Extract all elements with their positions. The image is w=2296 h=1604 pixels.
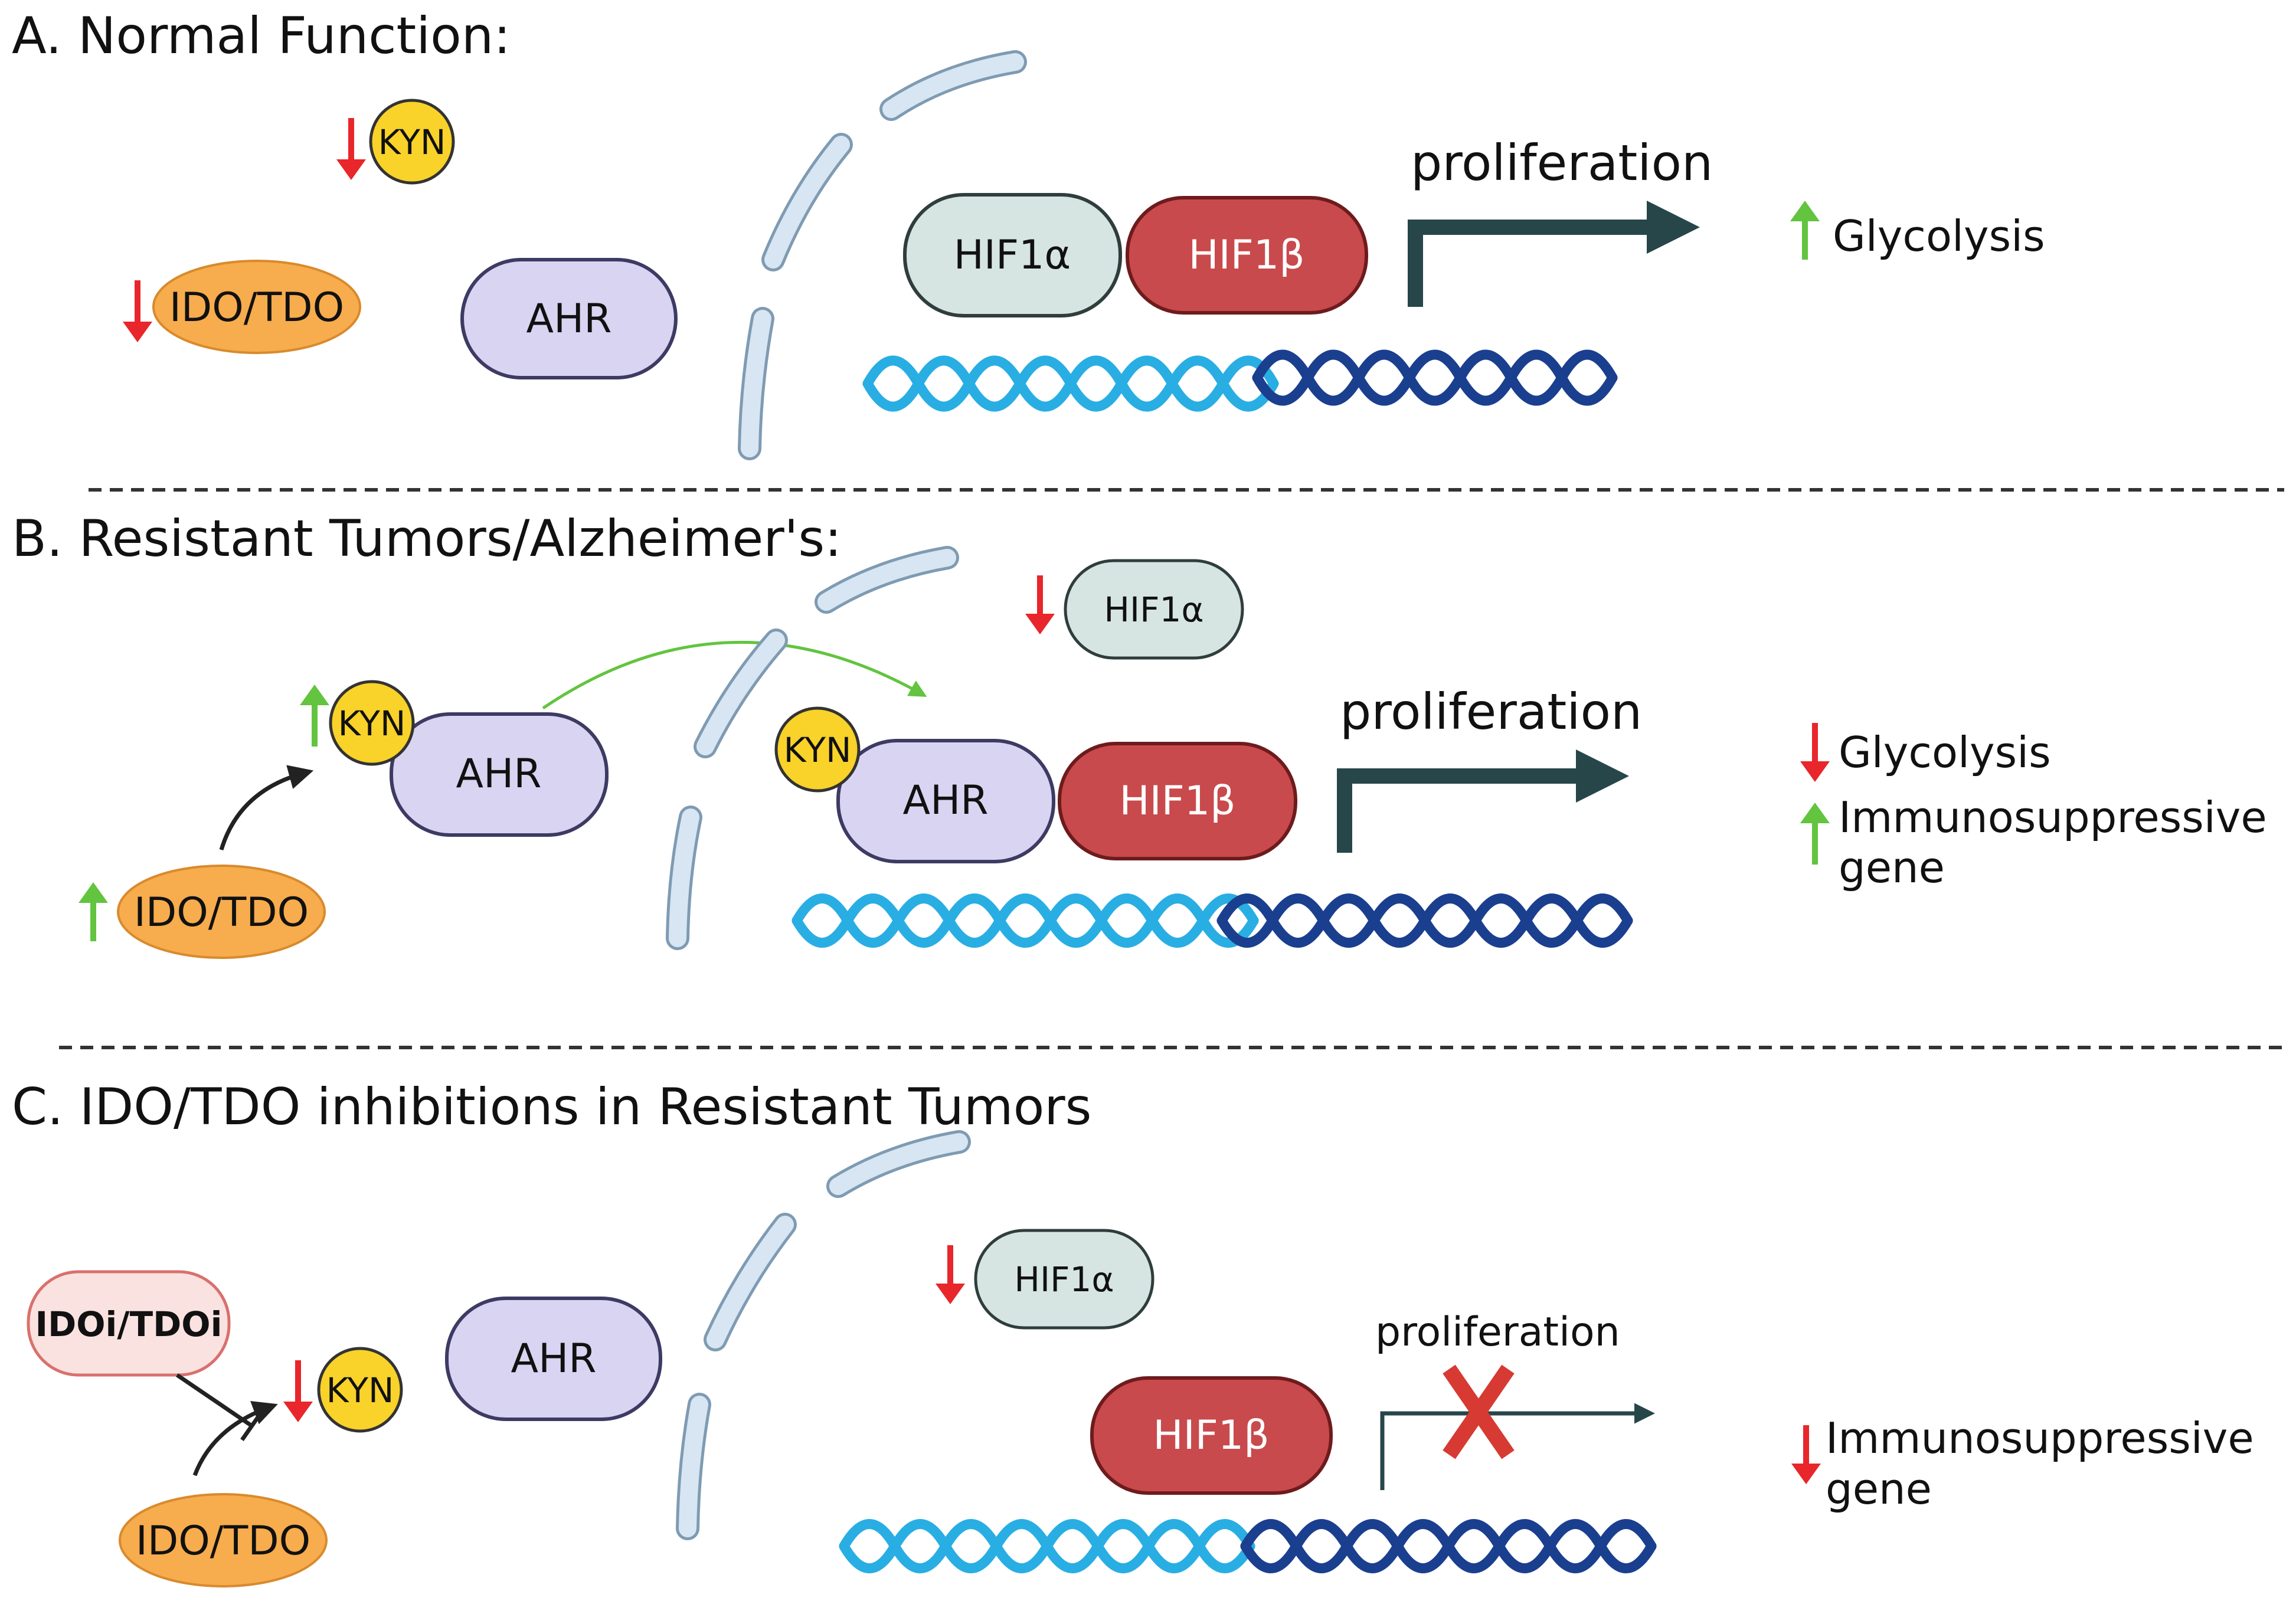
outcome-immunosuppressive-line1: Immunosuppressive	[1826, 1413, 2254, 1463]
up-arrow-icon	[300, 685, 329, 747]
ahr-receptor: AHR	[460, 258, 678, 379]
nuclear-membrane	[738, 50, 1027, 460]
ahr-label: AHR	[511, 1335, 597, 1382]
ido-tdo-label: IDO/TDO	[136, 1518, 310, 1564]
down-arrow-icon	[336, 118, 366, 180]
ahr-receptor: AHR	[390, 712, 609, 837]
kyn-label: KYN	[326, 1370, 394, 1410]
translocation-arrow	[542, 640, 927, 710]
up-arrow-icon	[79, 882, 108, 941]
outcome-immunosuppressive-line1: Immunosuppressive	[1839, 793, 2267, 842]
hif1b-label: HIF1β	[1189, 232, 1305, 279]
down-arrow-icon	[1800, 723, 1830, 782]
kyn-molecule: KYN	[774, 706, 861, 793]
down-arrow-icon	[1025, 575, 1055, 634]
ahr-receptor: AHR	[836, 739, 1055, 863]
hif1a-label: HIF1α	[954, 232, 1071, 279]
kyn-molecule: KYN	[369, 99, 455, 185]
hif1b-protein: HIF1β	[1126, 196, 1368, 315]
hif1a-label: HIF1α	[1104, 590, 1203, 630]
kyn-molecule: KYN	[317, 1347, 403, 1433]
down-arrow-icon	[936, 1245, 965, 1304]
section-b-title: B. Resistant Tumors/Alzheimer's:	[12, 509, 842, 568]
ahr-label: AHR	[456, 751, 542, 797]
hif1a-protein: HIF1α	[1064, 559, 1244, 660]
idoi-tdoi-label: IDOi/TDOi	[35, 1304, 223, 1344]
dna-helix	[862, 349, 1618, 412]
ido-tdo-enzyme: IDO/TDO	[119, 1493, 328, 1587]
section-a-title: A. Normal Function:	[12, 6, 511, 66]
production-arrow	[219, 765, 314, 851]
down-arrow-icon	[123, 280, 152, 342]
outcome-glycolysis: Glycolysis	[1833, 211, 2045, 261]
hif1b-label: HIF1β	[1120, 778, 1236, 824]
section-a: A. Normal Function: KYN IDO/TDO AHR	[12, 6, 2045, 460]
ahr-label: AHR	[903, 777, 989, 824]
ido-tdo-label: IDO/TDO	[169, 284, 344, 331]
up-arrow-icon	[1800, 803, 1830, 865]
proliferation-arrow-icon	[1380, 1403, 1655, 1490]
outcome-glycolysis: Glycolysis	[1839, 728, 2051, 777]
outcome-immunosuppressive-line2: gene	[1839, 843, 1945, 892]
nuclear-membrane	[666, 546, 959, 950]
kyn-label: KYN	[784, 730, 852, 770]
proliferation-label: proliferation	[1411, 134, 1713, 192]
proliferation-arrow-icon	[1408, 201, 1700, 307]
hif1a-protein: HIF1α	[974, 1229, 1154, 1330]
inhibition-line-icon	[176, 1373, 264, 1442]
kyn-molecule: KYN	[329, 680, 415, 766]
hif1a-protein: HIF1α	[903, 193, 1122, 317]
proliferation-label: proliferation	[1375, 1309, 1620, 1356]
ahr-label: AHR	[526, 296, 612, 342]
dna-helix	[792, 893, 1633, 948]
hif1b-protein: HIF1β	[1058, 742, 1297, 860]
proliferation-label: proliferation	[1340, 683, 1642, 741]
down-arrow-icon	[1791, 1425, 1821, 1484]
ido-tdo-enzyme: IDO/TDO	[152, 260, 361, 354]
hif1a-label: HIF1α	[1014, 1259, 1114, 1299]
kyn-label: KYN	[378, 122, 446, 162]
section-c: C. IDO/TDO inhibitions in Resistant Tumo…	[12, 1078, 2254, 1587]
ido-tdo-label: IDO/TDO	[134, 889, 309, 936]
up-arrow-icon	[1790, 201, 1820, 260]
hif1b-label: HIF1β	[1153, 1412, 1270, 1459]
blocked-x-icon	[1443, 1364, 1515, 1459]
nuclear-membrane	[676, 1130, 971, 1540]
proliferation-arrow-icon	[1337, 749, 1629, 853]
ido-tdo-enzyme: IDO/TDO	[117, 865, 326, 959]
ahr-receptor: AHR	[445, 1297, 662, 1421]
down-arrow-icon	[283, 1360, 313, 1422]
section-c-title: C. IDO/TDO inhibitions in Resistant Tumo…	[12, 1078, 1091, 1137]
hif1b-protein: HIF1β	[1090, 1376, 1333, 1495]
section-b: B. Resistant Tumors/Alzheimer's: IDO/TDO…	[12, 509, 2267, 959]
outcome-immunosuppressive-line2: gene	[1826, 1464, 1932, 1514]
kyn-label: KYN	[338, 703, 406, 744]
dna-helix	[839, 1519, 1657, 1573]
idoi-tdoi-inhibitor: IDOi/TDOi	[27, 1270, 231, 1377]
production-arrow	[192, 1401, 278, 1477]
